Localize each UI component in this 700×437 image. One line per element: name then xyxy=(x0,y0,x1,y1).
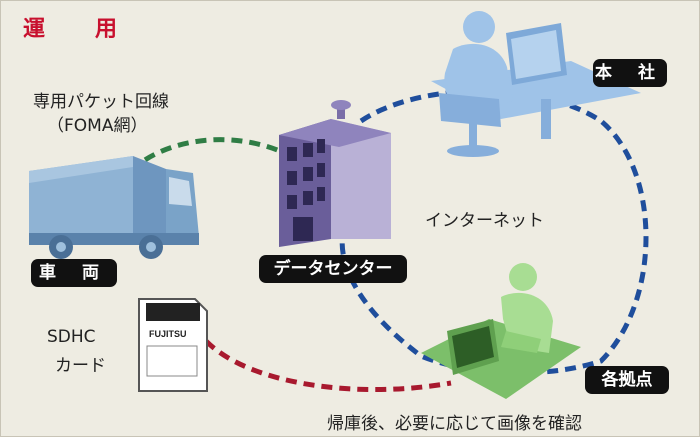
tag-branches: 各拠点 xyxy=(585,366,669,394)
branch-worker-icon xyxy=(421,263,581,399)
bottom-note: 帰庫後、必要に応じて画像を確認 xyxy=(327,414,582,434)
tag-headquarters: 本 社 xyxy=(593,59,667,87)
office-worker-icon xyxy=(431,11,641,157)
tag-datacenter: データセンター xyxy=(259,255,407,283)
sd-card-brand: FUJITSU xyxy=(149,329,187,339)
building-icon xyxy=(279,100,391,247)
link-packet-line xyxy=(129,137,293,173)
sdhc-label: SDHC xyxy=(47,327,96,347)
internet-label: インターネット xyxy=(425,211,544,231)
packet-network-label: （FOMA網） xyxy=(47,116,148,136)
packet-line-label: 専用パケット回線 xyxy=(33,92,169,112)
truck-icon xyxy=(29,156,199,259)
tag-vehicle: 車 両 xyxy=(31,259,117,287)
link-sd-card xyxy=(204,339,452,393)
page-title: 運 用 xyxy=(23,17,132,42)
sd-card-icon: FUJITSU xyxy=(138,298,208,392)
card-label: カード xyxy=(55,356,106,376)
